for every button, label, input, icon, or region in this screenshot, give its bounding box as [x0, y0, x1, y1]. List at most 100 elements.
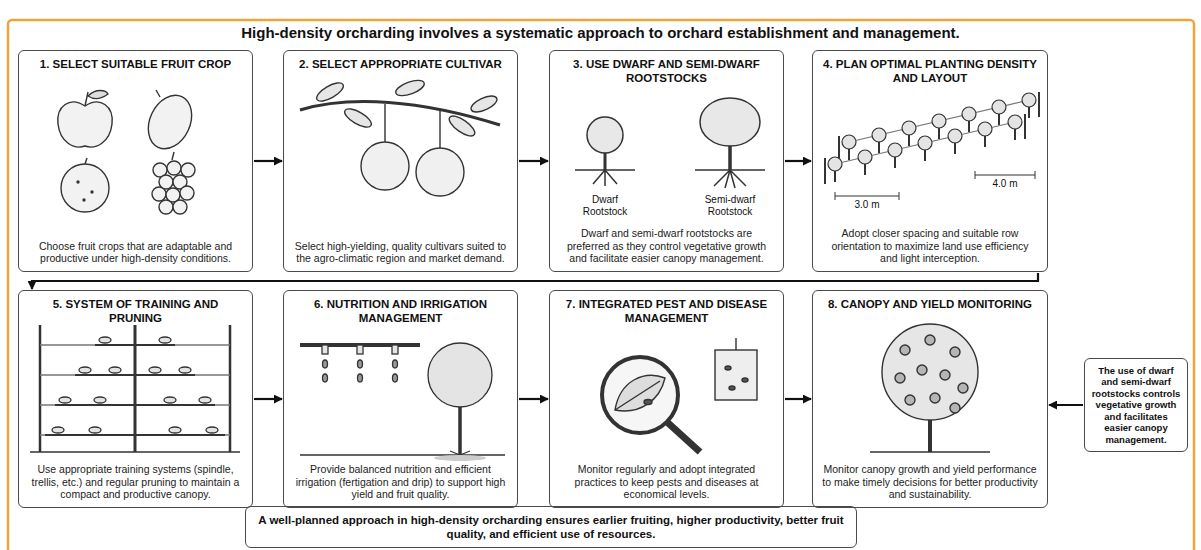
yield-tree [895, 335, 968, 413]
pest-monitoring-icon [602, 357, 678, 433]
orchard-tree-canopy [858, 150, 872, 164]
fruit-crop-icons [159, 200, 173, 214]
flow-arrow [519, 398, 548, 400]
pest-monitoring-icon [715, 350, 757, 400]
step-heading: 1. SELECT SUITABLE FRUIT CROP [27, 57, 244, 71]
orchard-tree-trunk [954, 142, 956, 154]
training-trellis [164, 397, 176, 403]
flow-arrow [32, 273, 1038, 289]
drip-irrigation [358, 360, 363, 368]
fruit-crop-icons [58, 102, 112, 147]
step-description: Adopt closer spacing and suitable row or… [822, 227, 1038, 265]
yield-tree [950, 403, 960, 413]
orchard-tree-trunk [834, 170, 836, 182]
cultivar-branch [416, 148, 464, 196]
orchard-tree-trunk [894, 156, 896, 168]
cultivar-branch [469, 93, 499, 116]
training-trellis [79, 367, 91, 373]
drip-irrigation [357, 345, 363, 354]
step-box: 3. USE DWARF AND SEMI-DWARF ROOTSTOCKS Dw… [549, 50, 784, 272]
flow-arrow [785, 398, 811, 400]
flow-arrow [1049, 404, 1083, 406]
fruit-crop-icons [85, 92, 88, 106]
spacing-dimensions [835, 192, 899, 200]
training-trellis [30, 325, 240, 452]
fruit-crop-icons [88, 91, 108, 99]
orchard-tree-canopy [1022, 93, 1036, 107]
step-description: Monitor canopy growth and yield performa… [822, 463, 1038, 501]
yield-tree [895, 373, 905, 383]
training-trellis [149, 367, 161, 373]
yield-tree [950, 347, 960, 357]
rootstock-trees [714, 170, 746, 188]
trellis-wire [835, 122, 1015, 164]
flow-arrow [519, 160, 548, 162]
drip-irrigation [393, 374, 398, 382]
pest-monitoring-icon [742, 378, 748, 382]
orchard-tree-trunk [984, 135, 986, 147]
pest-monitoring-icon [615, 381, 660, 410]
training-trellis [99, 337, 111, 343]
rootstock-trees [728, 143, 732, 170]
flow-arrow [785, 160, 811, 162]
step-description: Use appropriate training systems (spindl… [28, 463, 243, 501]
step-description: Provide balanced nutrition and efficient… [293, 463, 508, 501]
step-description: Select high-yielding, quality cultivars … [293, 240, 508, 265]
yield-tree [940, 370, 950, 380]
orchard-tree-trunk [998, 113, 1000, 125]
rootstock-label: Semi-dwarf Rootstock [694, 194, 766, 218]
training-trellis [169, 427, 181, 433]
fruit-crop-icons [152, 187, 166, 201]
yield-tree [928, 416, 932, 452]
yield-tree [900, 345, 910, 355]
note-box: The use of dwarf and semi-dwarf rootstoc… [1084, 358, 1188, 453]
drip-irrigation [428, 343, 492, 407]
rootstock-label: Dwarf Rootstock [571, 194, 639, 218]
drip-irrigation [323, 360, 328, 368]
orchard-layout [825, 92, 1039, 184]
drip-irrigation [450, 451, 470, 455]
drip-irrigation [392, 345, 398, 354]
orchard-tree-canopy [992, 100, 1006, 114]
fruit-crop-icons [58, 88, 200, 214]
note-text: The use of dwarf and semi-dwarf rootstoc… [1091, 365, 1181, 446]
fruit-crop-icons [181, 163, 195, 177]
orchard-tree-trunk [848, 148, 850, 160]
rootstock-trees [700, 98, 760, 146]
connectors [32, 161, 1083, 405]
pest-monitoring-icon [729, 386, 735, 390]
step-box: 8. CANOPY AND YIELD MONITORING Monitor ca… [812, 290, 1048, 508]
orchard-tree-canopy [962, 107, 976, 121]
fruit-crop-icons [173, 200, 187, 214]
orchard-tree-canopy [902, 121, 916, 135]
yield-tree [917, 365, 927, 375]
cultivar-branch [394, 77, 426, 99]
fruit-crop-icons [91, 191, 93, 193]
step-description: Dwarf and semi-dwarf rootstocks are pref… [559, 227, 774, 265]
yield-tree [930, 393, 940, 403]
fruit-crop-icons [77, 181, 79, 183]
step-box: 7. INTEGRATED PEST AND DISEASE MANAGEMEN… [549, 290, 784, 508]
fruit-crop-icons [85, 158, 87, 164]
step-description: Monitor regularly and adopt integrated p… [559, 463, 774, 501]
orchard-tree-trunk [924, 149, 926, 161]
drip-irrigation [300, 343, 505, 461]
orchard-tree-trunk [1028, 106, 1030, 118]
yield-tree [882, 324, 978, 420]
orchard-tree-canopy [842, 135, 856, 149]
rootstock-trees [593, 170, 617, 186]
yield-tree [870, 324, 990, 452]
orchard-tree-canopy [932, 114, 946, 128]
step-heading: 2. SELECT APPROPRIATE CULTIVAR [292, 57, 509, 71]
training-trellis [179, 367, 191, 373]
cultivar-branch [446, 112, 477, 139]
diagram-title: High-density orcharding involves a syste… [0, 24, 1201, 42]
training-trellis [89, 427, 101, 433]
drip-irrigation [393, 360, 398, 368]
orchard-tree-canopy [1008, 115, 1022, 129]
step-heading: 8. CANOPY AND YIELD MONITORING [821, 297, 1039, 311]
training-trellis [59, 397, 71, 403]
step-heading: 3. USE DWARF AND SEMI-DWARF ROOTSTOCKS [558, 57, 775, 85]
spacing-dimensions [975, 171, 1035, 179]
